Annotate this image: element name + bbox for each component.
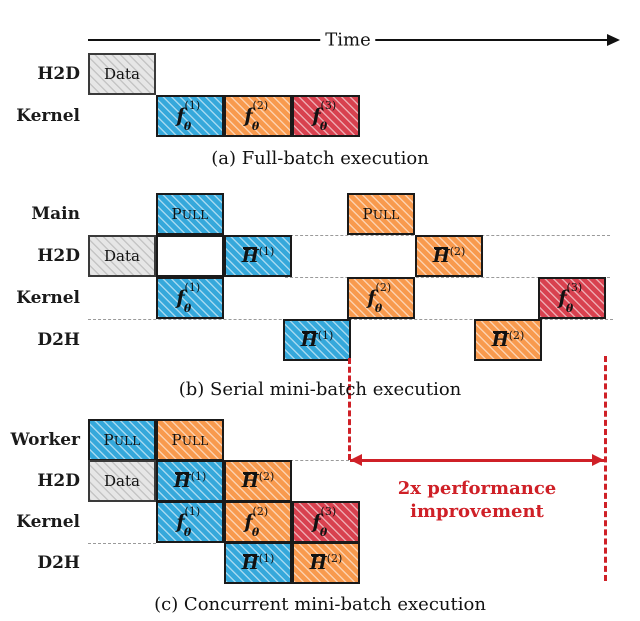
annotation-text-line1: 2x performance	[397, 478, 557, 499]
panel-b-row-label-main: Main	[31, 204, 80, 224]
panel-b-row-label-kernel: Kernel	[16, 288, 80, 308]
panel-c-row-label-d2h: D2H	[37, 553, 80, 573]
panel-b-block-h2d-idle	[156, 235, 224, 277]
panel-c-block-d2h-h2[interactable]: H(2)	[292, 542, 360, 584]
panel-a-block-data[interactable]: Data	[88, 53, 156, 95]
panel-b-row-label-h2d: H2D	[37, 246, 80, 266]
panel-c-block-h2d-data[interactable]: Data	[88, 460, 156, 502]
block-label-math: H(1)	[300, 329, 334, 351]
panel-c-caption: (c) Concurrent mini-batch execution	[154, 594, 486, 615]
panel-c-block-worker-pull-2[interactable]: PULL	[156, 419, 224, 461]
annotation-text: 2x performance improvement	[398, 478, 556, 523]
marker-dashed-left	[348, 358, 351, 460]
panel-b-block-h2d-h1[interactable]: H(1)	[224, 235, 292, 277]
annotation-text-line2: improvement	[410, 500, 544, 522]
block-label-math: H(1)	[241, 552, 275, 574]
panel-b-block-main-pull-2[interactable]: PULL	[347, 193, 415, 235]
time-axis-arrowhead	[607, 33, 620, 46]
panel-c-row-label-h2d: H2D	[37, 471, 80, 491]
panel-a-row-label-kernel: Kernel	[16, 106, 80, 126]
block-label: PULL	[103, 430, 141, 449]
panel-c-block-d2h-h1[interactable]: H(1)	[224, 542, 292, 584]
panel-c-block-h2d-h2[interactable]: H(2)	[224, 460, 292, 502]
block-label-math: H(2)	[309, 552, 343, 574]
block-label-math: H(1)	[241, 245, 275, 267]
block-label: PULL	[171, 430, 209, 449]
panel-b-block-h2d-h2[interactable]: H(2)	[415, 235, 483, 277]
panel-c-row-label-kernel: Kernel	[16, 512, 80, 532]
panel-c-row-label-worker: Worker	[10, 430, 80, 450]
panel-b-guide-h2d-bottom	[285, 277, 610, 278]
time-axis-label: Time	[320, 29, 376, 51]
panel-b-block-h2d-data[interactable]: Data	[88, 235, 156, 277]
annotation-arrow-line	[350, 459, 604, 462]
panel-c-block-h2d-h1[interactable]: H(1)	[156, 460, 224, 502]
block-label: Data	[104, 471, 140, 490]
panel-a-row-label-h2d: H2D	[37, 64, 80, 84]
panel-c-block-worker-pull-1[interactable]: PULL	[88, 419, 156, 461]
block-label: Data	[104, 64, 140, 83]
block-label-math: H(1)	[173, 470, 207, 492]
panel-b-block-d2h-h2[interactable]: H(2)	[474, 319, 542, 361]
annotation-arrowhead-right	[592, 454, 604, 466]
panel-b-caption: (b) Serial mini-batch execution	[178, 379, 462, 400]
panel-c-guide-kernel-bottom	[88, 543, 156, 544]
block-label: PULL	[362, 204, 400, 223]
block-label: Data	[104, 246, 140, 265]
panel-b-row-label-d2h: D2H	[37, 330, 80, 350]
block-label: PULL	[171, 204, 209, 223]
panel-b-block-main-pull-1[interactable]: PULL	[156, 193, 224, 235]
panel-c-guide-h2d-top	[285, 460, 349, 461]
annotation-arrowhead-left	[350, 454, 362, 466]
block-label-math: H(2)	[491, 329, 525, 351]
marker-dashed-right	[604, 356, 607, 581]
block-label-math: H(2)	[241, 470, 275, 492]
panel-a-caption: (a) Full-batch execution	[211, 148, 429, 169]
block-label-math: H(2)	[432, 245, 466, 267]
panel-b-block-d2h-h1[interactable]: H(1)	[283, 319, 351, 361]
